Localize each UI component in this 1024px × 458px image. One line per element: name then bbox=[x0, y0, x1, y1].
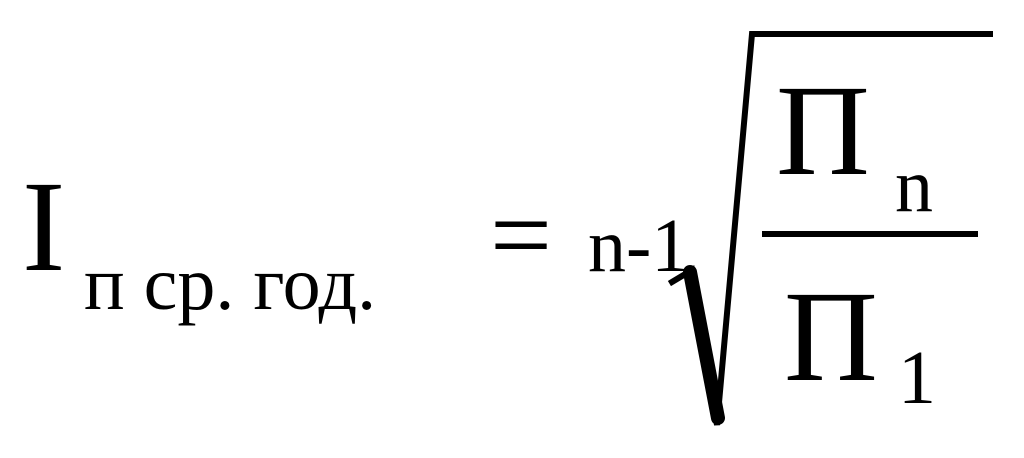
index-subscript: п ср. год. bbox=[84, 242, 377, 326]
denominator-subscript: 1 bbox=[898, 336, 936, 420]
index-symbol: I bbox=[22, 155, 66, 299]
root-index: n-1 bbox=[588, 204, 690, 288]
numerator-subscript: n bbox=[895, 144, 933, 228]
equals-sign: = bbox=[490, 174, 553, 296]
denominator-symbol: П bbox=[784, 265, 878, 409]
numerator-symbol: П bbox=[776, 59, 870, 203]
